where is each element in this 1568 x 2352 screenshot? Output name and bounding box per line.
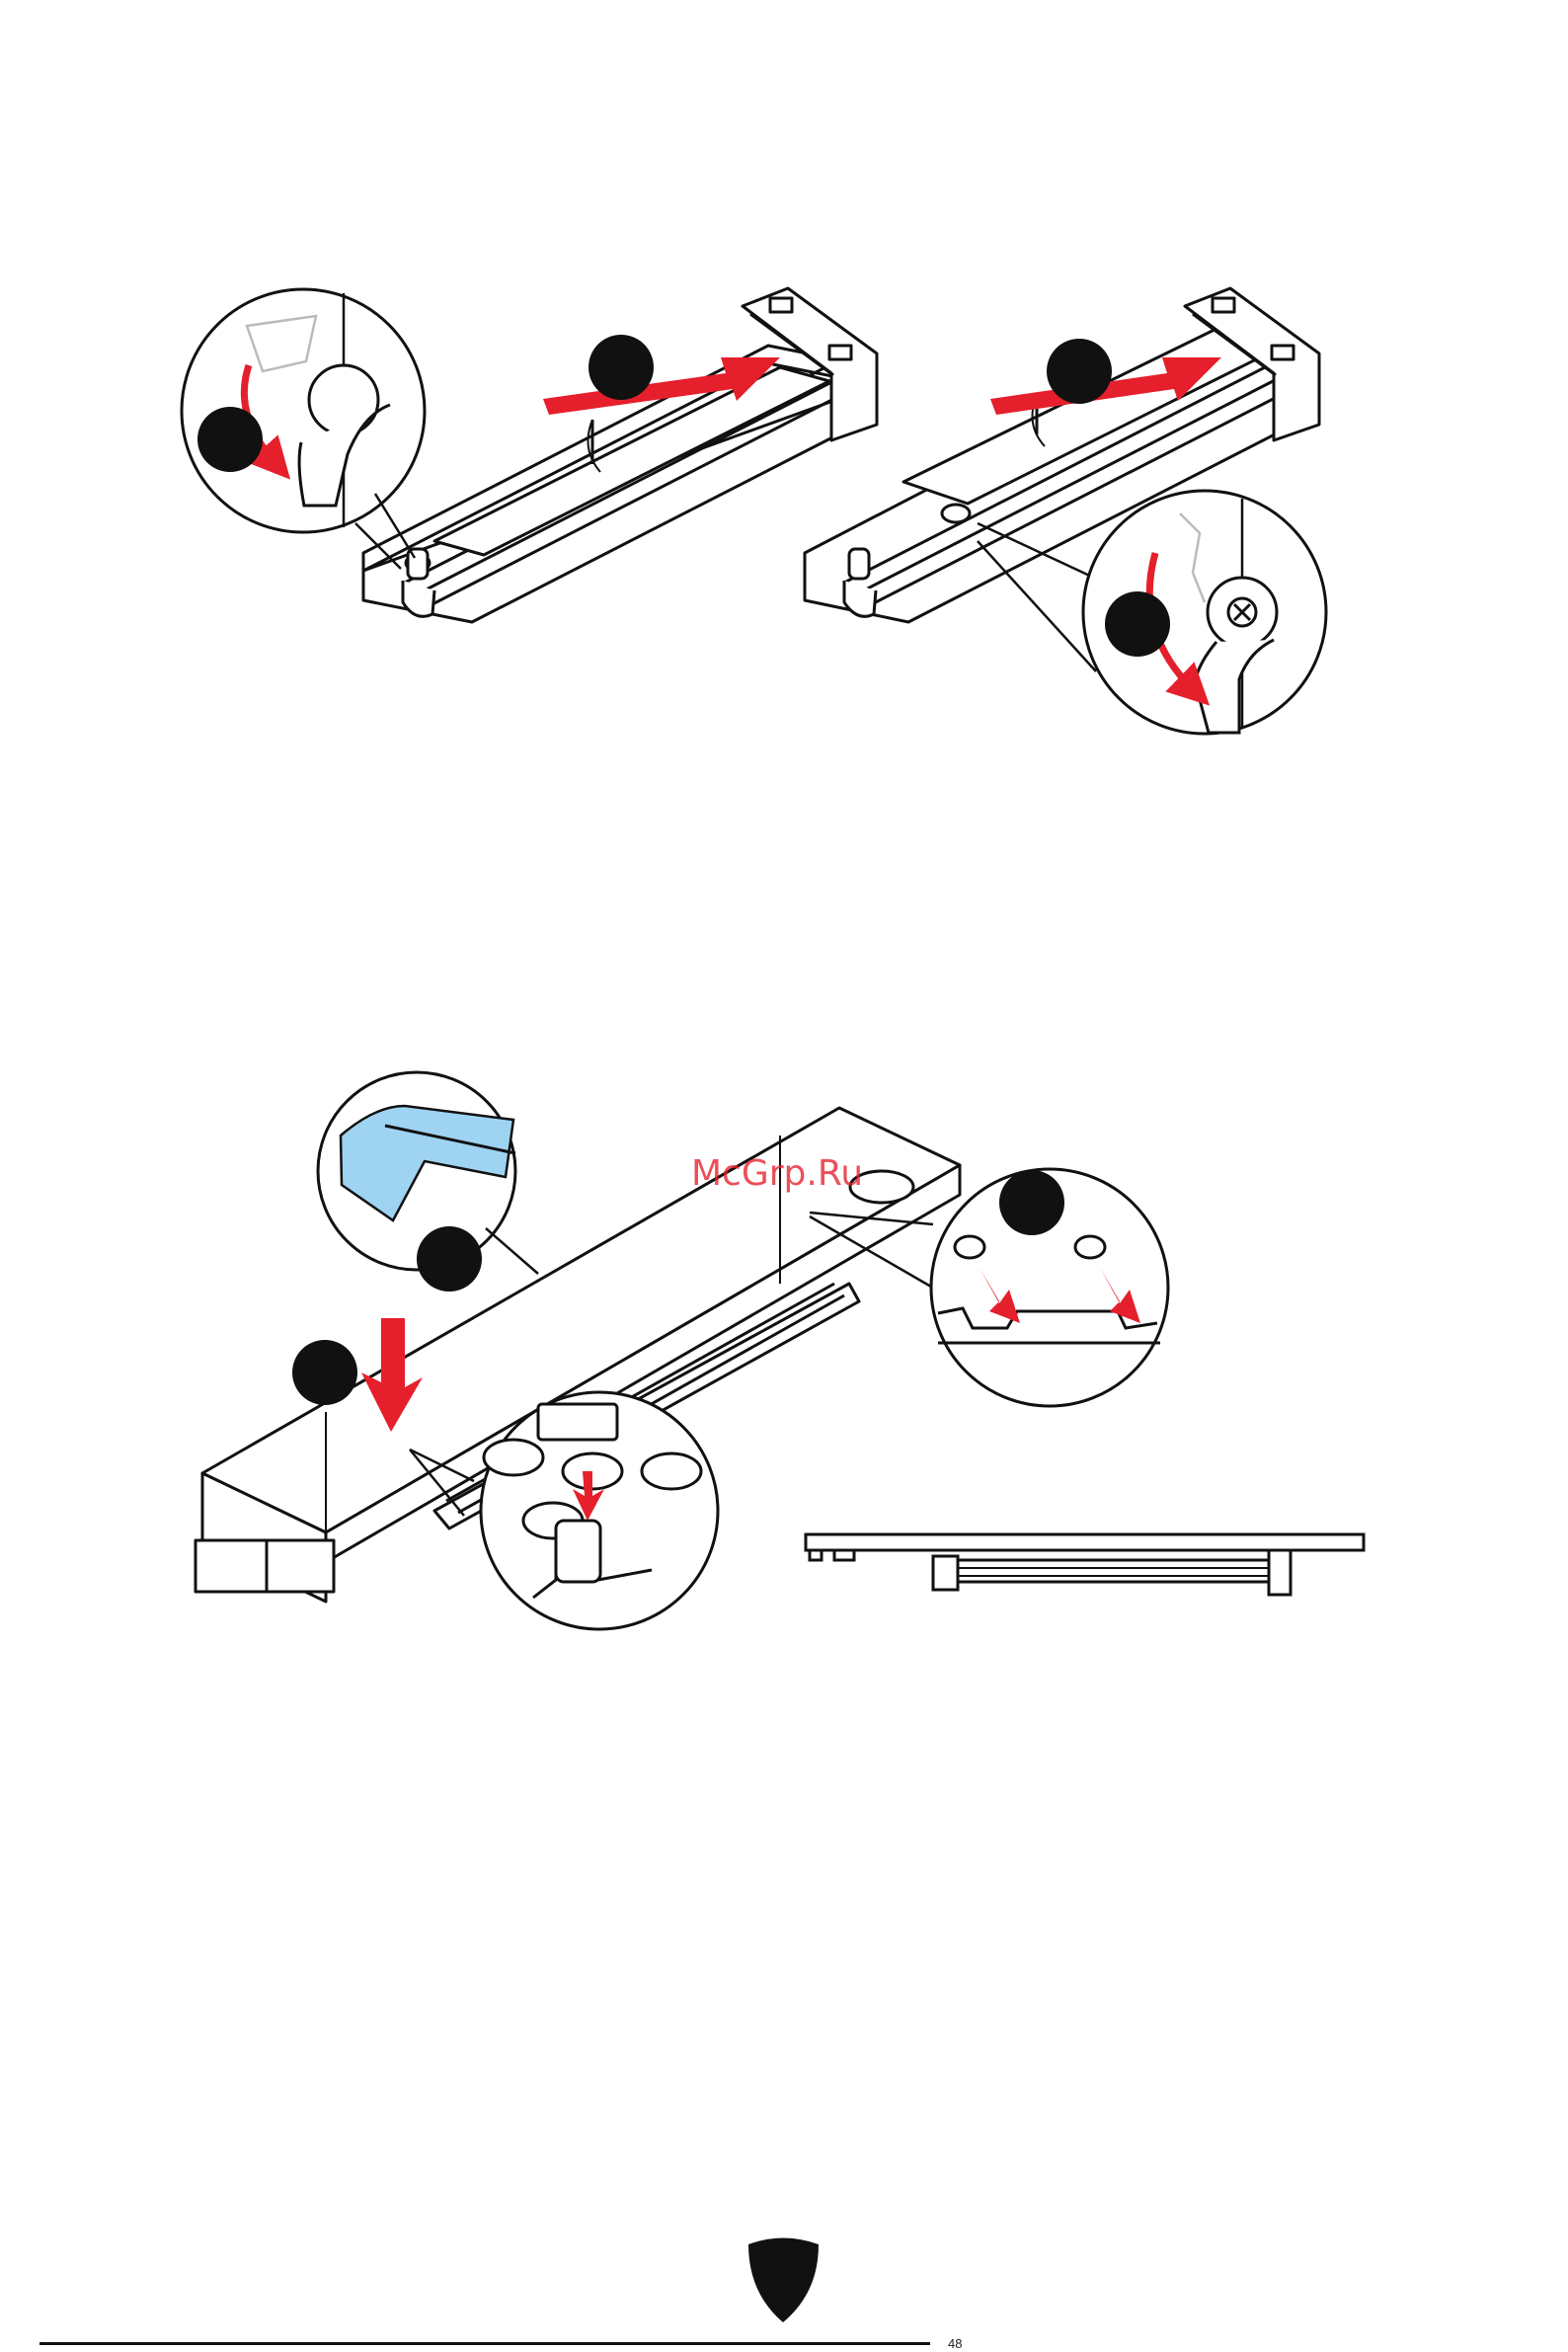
side-view-assembly: [806, 1534, 1364, 1595]
step-marker: [999, 1170, 1064, 1235]
step-marker: [1047, 339, 1112, 404]
watermark: McGrp.Ru: [691, 1153, 863, 1194]
cross-screw-icon: [1228, 598, 1256, 626]
step-marker: [1105, 591, 1170, 657]
step-marker: [292, 1340, 357, 1405]
step-marker: [417, 1226, 482, 1292]
step-marker: [588, 335, 654, 400]
footer-rule: [39, 2342, 930, 2345]
page-number: 48: [948, 2336, 962, 2351]
step-marker: [197, 407, 263, 472]
shield-icon: [748, 2238, 819, 2323]
